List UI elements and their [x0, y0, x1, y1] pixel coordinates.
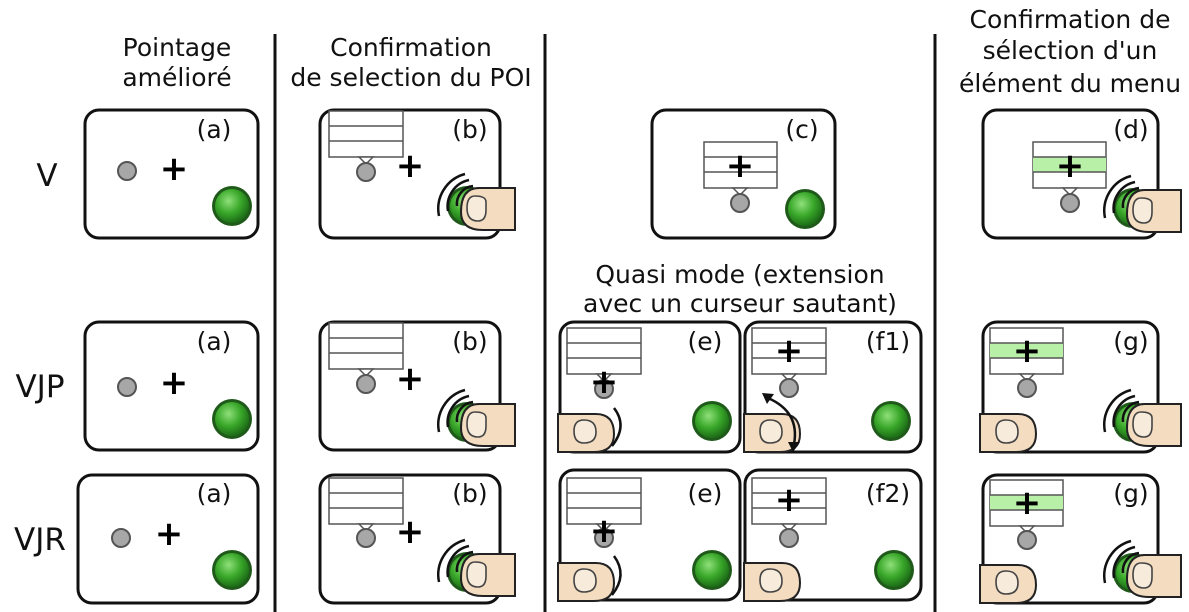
green-button-icon	[692, 401, 732, 441]
cursor-cross: +	[775, 331, 804, 371]
menu-popup	[751, 477, 827, 533]
poi-icon	[1017, 530, 1037, 550]
cursor-cross: +	[396, 512, 425, 552]
poi-icon	[779, 528, 799, 548]
rotate-arrow-icon	[762, 393, 800, 452]
row-label-vjp: VJP	[15, 369, 64, 405]
panel-vjp-f1: (f1) +	[743, 320, 923, 454]
cursor-cross: +	[155, 514, 184, 554]
thumb-left-icon	[979, 413, 1037, 453]
menu-popup	[703, 141, 778, 197]
green-button-icon	[785, 189, 825, 229]
menu-popup	[1032, 141, 1107, 197]
menu-popup	[328, 322, 404, 378]
cursor-cross: +	[775, 480, 804, 520]
poi-icon	[356, 528, 376, 548]
panel-label: (d)	[1113, 115, 1148, 144]
cursor-cross: +	[160, 149, 189, 189]
panel-v-d: (d) +	[981, 108, 1183, 240]
panel-vjp-g: (g) +	[979, 320, 1183, 454]
green-button-icon	[212, 186, 252, 226]
poi-icon	[730, 193, 750, 213]
header-col2-line2: de selection du POI	[290, 63, 531, 92]
panel-v-a: (a) +	[83, 108, 260, 240]
green-button-icon	[874, 550, 914, 590]
panel-label: (f2)	[866, 479, 910, 508]
menu-popup	[566, 477, 642, 533]
panel-v-b: (b) +	[318, 108, 517, 240]
thumb-left-icon	[979, 564, 1037, 604]
panel-vjr-e: (e) +	[557, 468, 742, 602]
header-col4-line3: élément du menu	[959, 69, 1181, 98]
panel-label: (a)	[197, 327, 232, 356]
row-label-v: V	[36, 158, 57, 194]
cursor-cross: +	[1013, 483, 1042, 523]
poi-icon	[356, 374, 376, 394]
poi-icon	[117, 161, 137, 181]
row-label-vjr: VJR	[14, 522, 66, 558]
panel-label: (c)	[785, 115, 818, 144]
header-col3-line2: avec un curseur sautant)	[583, 289, 897, 318]
menu-popup	[328, 110, 404, 166]
green-button-icon	[212, 550, 252, 590]
header-col2-line1: Confirmation	[330, 33, 492, 62]
cursor-cross: +	[1056, 146, 1085, 186]
panel-vjr-f2: (f2) +	[743, 468, 923, 602]
header-col1-line1: Pointage	[123, 33, 232, 62]
cursor-cross: +	[590, 362, 619, 402]
menu-popup	[751, 327, 827, 383]
thumb-left-icon	[743, 562, 801, 602]
cursor-cross: +	[396, 146, 425, 186]
header-col4-line2: sélection d'un	[983, 36, 1158, 65]
panel-label: (f1)	[866, 327, 910, 356]
panel-label: (b)	[452, 327, 487, 356]
menu-popup	[989, 479, 1064, 535]
header-col1-line2: amélioré	[122, 63, 231, 92]
panel-label: (g)	[1113, 327, 1148, 356]
menu-popup	[566, 327, 642, 383]
panel-label: (b)	[452, 479, 487, 508]
cursor-cross: +	[396, 359, 425, 399]
header-col3-line1: Quasi mode (extension	[595, 260, 884, 289]
menu-popup	[328, 477, 404, 533]
panel-vjp-e: (e) +	[557, 320, 742, 454]
poi-icon	[117, 377, 137, 397]
swipe-arc-icon	[611, 407, 622, 447]
header-col4-line1: Confirmation de	[970, 5, 1171, 34]
panel-vjr-b: (b) +	[318, 473, 517, 605]
panel-label: (e)	[688, 479, 723, 508]
panel-label: (g)	[1113, 479, 1148, 508]
panel-label: (e)	[688, 327, 723, 356]
panel-vjr-g: (g) +	[979, 473, 1183, 605]
swipe-arc-icon	[611, 555, 622, 596]
cursor-cross: +	[160, 363, 189, 403]
panel-vjr-a: (a) +	[76, 473, 260, 605]
panel-vjp-b: (b) +	[318, 320, 517, 452]
panel-label: (b)	[452, 115, 487, 144]
panel-label: (a)	[197, 115, 232, 144]
green-button-icon	[692, 550, 732, 590]
poi-icon	[356, 162, 376, 182]
thumb-left-icon	[557, 562, 615, 602]
cursor-cross: +	[590, 511, 619, 551]
cursor-cross: +	[1013, 331, 1042, 371]
menu-popup	[989, 327, 1064, 383]
poi-icon	[1017, 378, 1037, 398]
panel-v-c: (c) +	[650, 108, 837, 240]
poi-icon	[779, 378, 799, 398]
poi-icon	[111, 528, 131, 548]
cursor-cross: +	[726, 146, 755, 186]
green-button-icon	[212, 399, 252, 439]
green-button-icon	[871, 401, 911, 441]
panel-vjp-a: (a) +	[83, 320, 260, 452]
poi-icon	[1060, 193, 1080, 213]
panel-label: (a)	[197, 479, 232, 508]
thumb-left-icon	[557, 413, 615, 453]
